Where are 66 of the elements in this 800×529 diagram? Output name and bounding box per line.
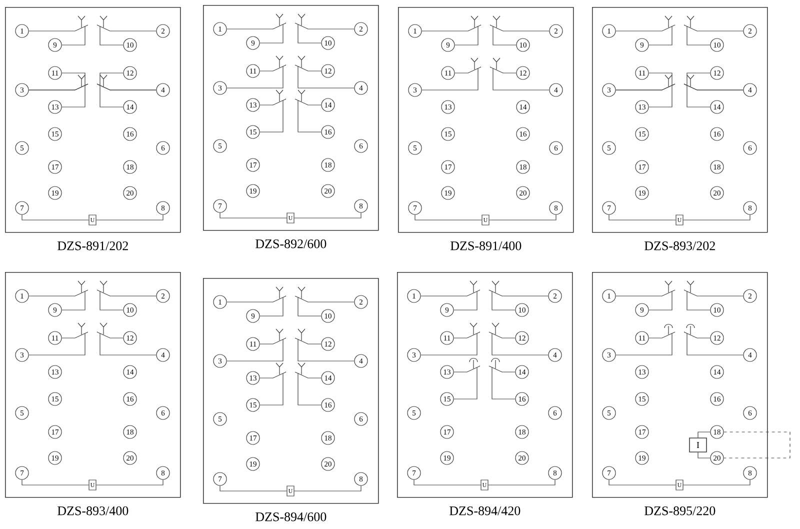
wire (220, 486, 287, 492)
contact-wire (96, 290, 156, 310)
contact-wire (616, 290, 676, 310)
wire (414, 214, 482, 220)
contact-wire (616, 84, 676, 108)
wire (96, 214, 164, 220)
wire (698, 432, 710, 438)
wire (414, 480, 481, 486)
contact-wire (28, 84, 88, 108)
wire (683, 214, 750, 220)
wire (22, 480, 89, 486)
contact-wire (684, 332, 744, 356)
contact-wire (260, 372, 286, 406)
contact-wire (294, 296, 354, 316)
node-label: DZS-894/600 (256, 512, 326, 522)
contact-wire (226, 22, 286, 44)
contact-wire (260, 98, 286, 132)
wire (294, 212, 362, 218)
wire (698, 452, 710, 458)
wire (96, 480, 164, 486)
wire (22, 214, 89, 220)
contact-wire (28, 332, 88, 356)
contact-wire (294, 64, 354, 88)
contact-wire (490, 66, 550, 90)
node-label: DZS-894/420 (450, 506, 520, 516)
contact-wire (226, 296, 286, 316)
contact-wire (488, 366, 516, 400)
contact-wire (96, 24, 156, 46)
contact-wire (96, 84, 156, 108)
contact-wire (294, 98, 322, 132)
contact-wire (488, 332, 548, 356)
wire (294, 486, 362, 492)
contact-wire (684, 290, 744, 310)
contact-wire (294, 372, 322, 406)
contact-wire (490, 24, 550, 46)
node-label: DZS-895/220 (644, 506, 716, 516)
node-label: DZS-893/202 (644, 241, 715, 250)
contact-wire (454, 366, 480, 400)
wire (220, 212, 287, 218)
node-label: DZS-891/202 (58, 241, 128, 250)
wire (608, 480, 676, 486)
contact-wire (616, 332, 676, 356)
node-label: DZS-891/400 (450, 241, 522, 250)
contact-wire (422, 24, 482, 46)
wire (608, 214, 676, 220)
contact-wire (226, 64, 286, 88)
contact-wire (294, 22, 354, 44)
coil-box: I (689, 438, 707, 452)
contact-wire (294, 338, 354, 362)
contact-wire (616, 24, 676, 46)
contact-wire (422, 66, 482, 90)
contact-wire (684, 84, 744, 108)
contact-wire (28, 290, 88, 310)
node-label: DZS-893/400 (58, 506, 128, 516)
wire (489, 214, 556, 220)
contact-wire (28, 24, 88, 46)
wire (683, 480, 750, 486)
contact-wire (488, 290, 548, 310)
contact-wire (420, 332, 480, 356)
contact-wire (420, 290, 480, 310)
contact-wire (226, 338, 286, 362)
dashed-wire (724, 432, 790, 458)
contact-wire (684, 24, 744, 46)
wire (488, 480, 556, 486)
contact-wire (96, 332, 156, 356)
node-label: DZS-892/600 (256, 239, 326, 248)
